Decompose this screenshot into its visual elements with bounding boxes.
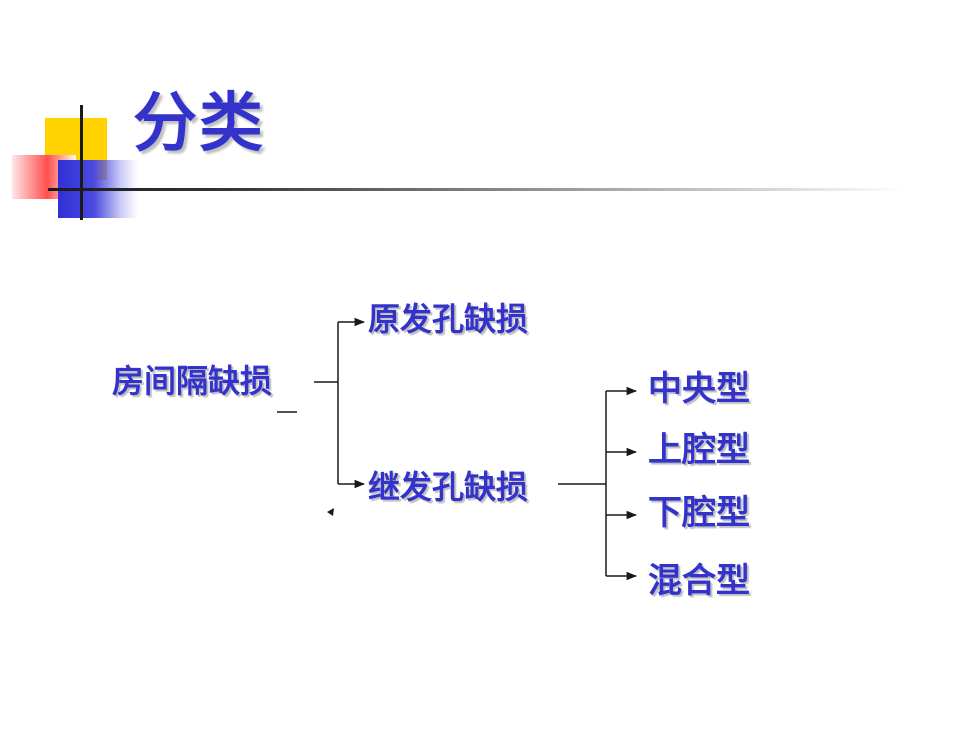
- node-central-type: 中央型: [648, 369, 750, 409]
- node-ostium-primum-defect: 原发孔缺损: [368, 300, 529, 338]
- node-atrial-septal-defect: 房间隔缺损: [112, 362, 273, 400]
- title-underline-rule: [48, 188, 908, 191]
- title-vertical-rule: [80, 105, 83, 220]
- node-inferior-vena-cava-type: 下腔型: [648, 493, 750, 533]
- slide-title: 分类: [133, 87, 265, 161]
- node-ostium-secundum-defect: 继发孔缺损: [368, 468, 529, 506]
- stray-arrowhead-mark: [327, 508, 334, 516]
- node-superior-vena-cava-type: 上腔型: [648, 430, 750, 470]
- node-mixed-type: 混合型: [648, 561, 750, 601]
